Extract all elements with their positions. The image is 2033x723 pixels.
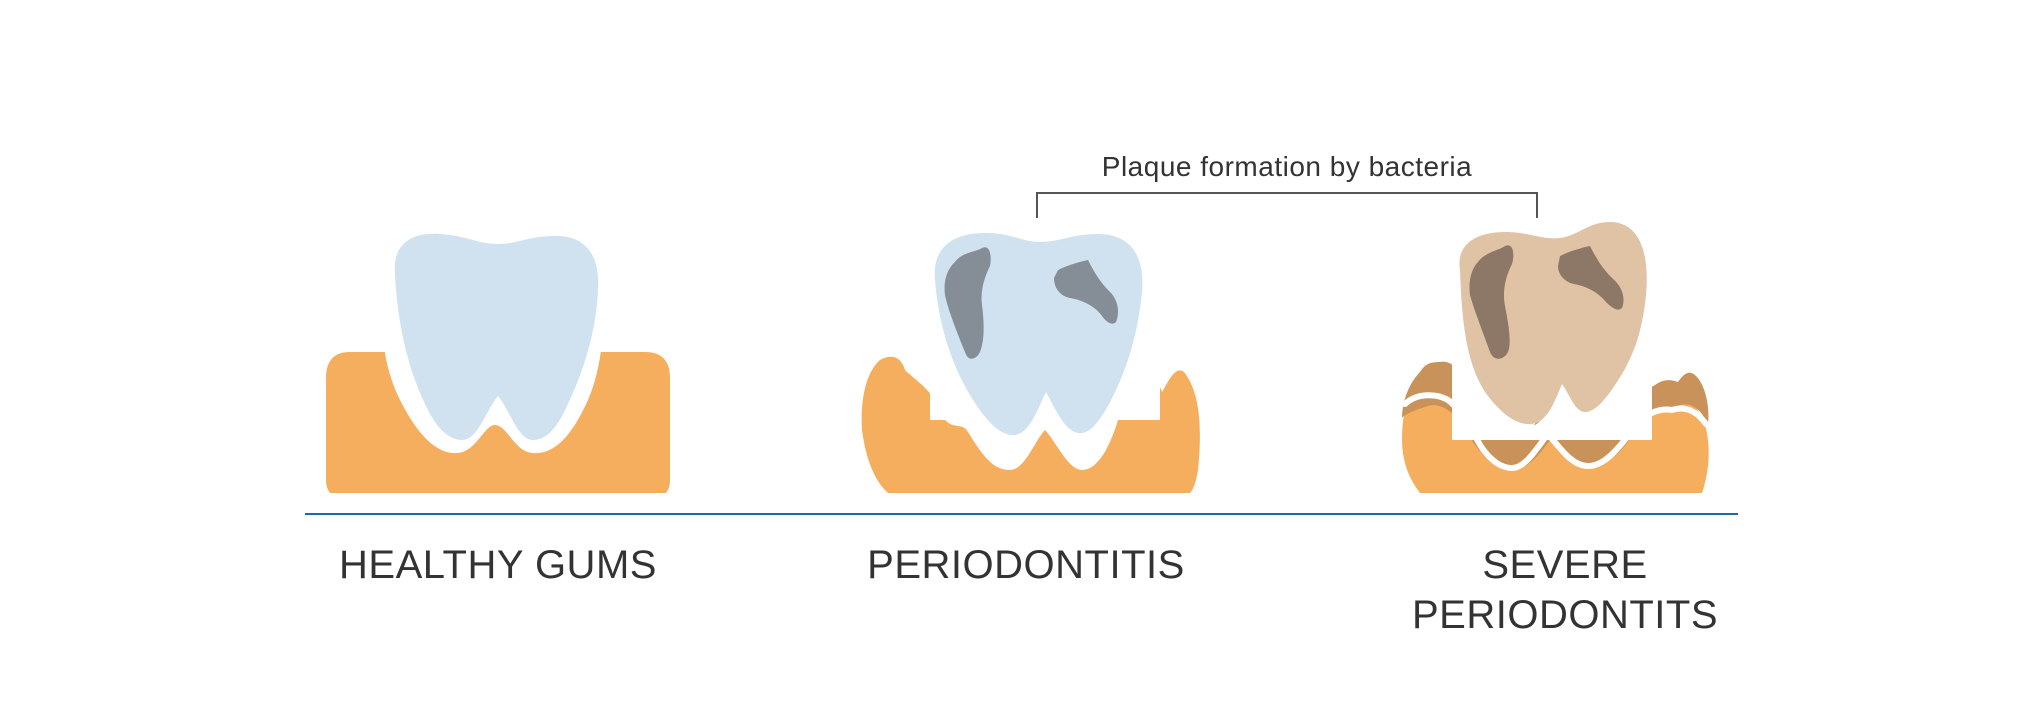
healthy-gums-illustration bbox=[326, 233, 670, 493]
periodontitis-plaque-right bbox=[1054, 260, 1118, 324]
severe-plaque-left bbox=[1469, 245, 1514, 359]
severe-tooth-outline bbox=[1452, 275, 1652, 440]
severe-periodontitis-illustration bbox=[1402, 222, 1709, 493]
periodontitis-gum bbox=[861, 356, 1200, 493]
severe-periodontitis-label-line1: SEVERE bbox=[1482, 543, 1648, 587]
periodontitis-illustration bbox=[861, 233, 1200, 493]
healthy-tooth bbox=[394, 233, 599, 440]
severe-plaque-right bbox=[1558, 246, 1624, 310]
periodontitis-tooth-outline bbox=[929, 275, 1160, 455]
plaque-bracket bbox=[1036, 192, 1538, 218]
healthy-gums-label: HEALTHY GUMS bbox=[339, 543, 657, 587]
periodontitis-label: PERIODONTITIS bbox=[867, 543, 1185, 587]
plaque-annotation: Plaque formation by bacteria bbox=[1101, 151, 1473, 182]
severe-periodontitis-label-line2: PERIODONTITS bbox=[1411, 593, 1719, 637]
periodontitis-plaque-left bbox=[944, 247, 991, 359]
